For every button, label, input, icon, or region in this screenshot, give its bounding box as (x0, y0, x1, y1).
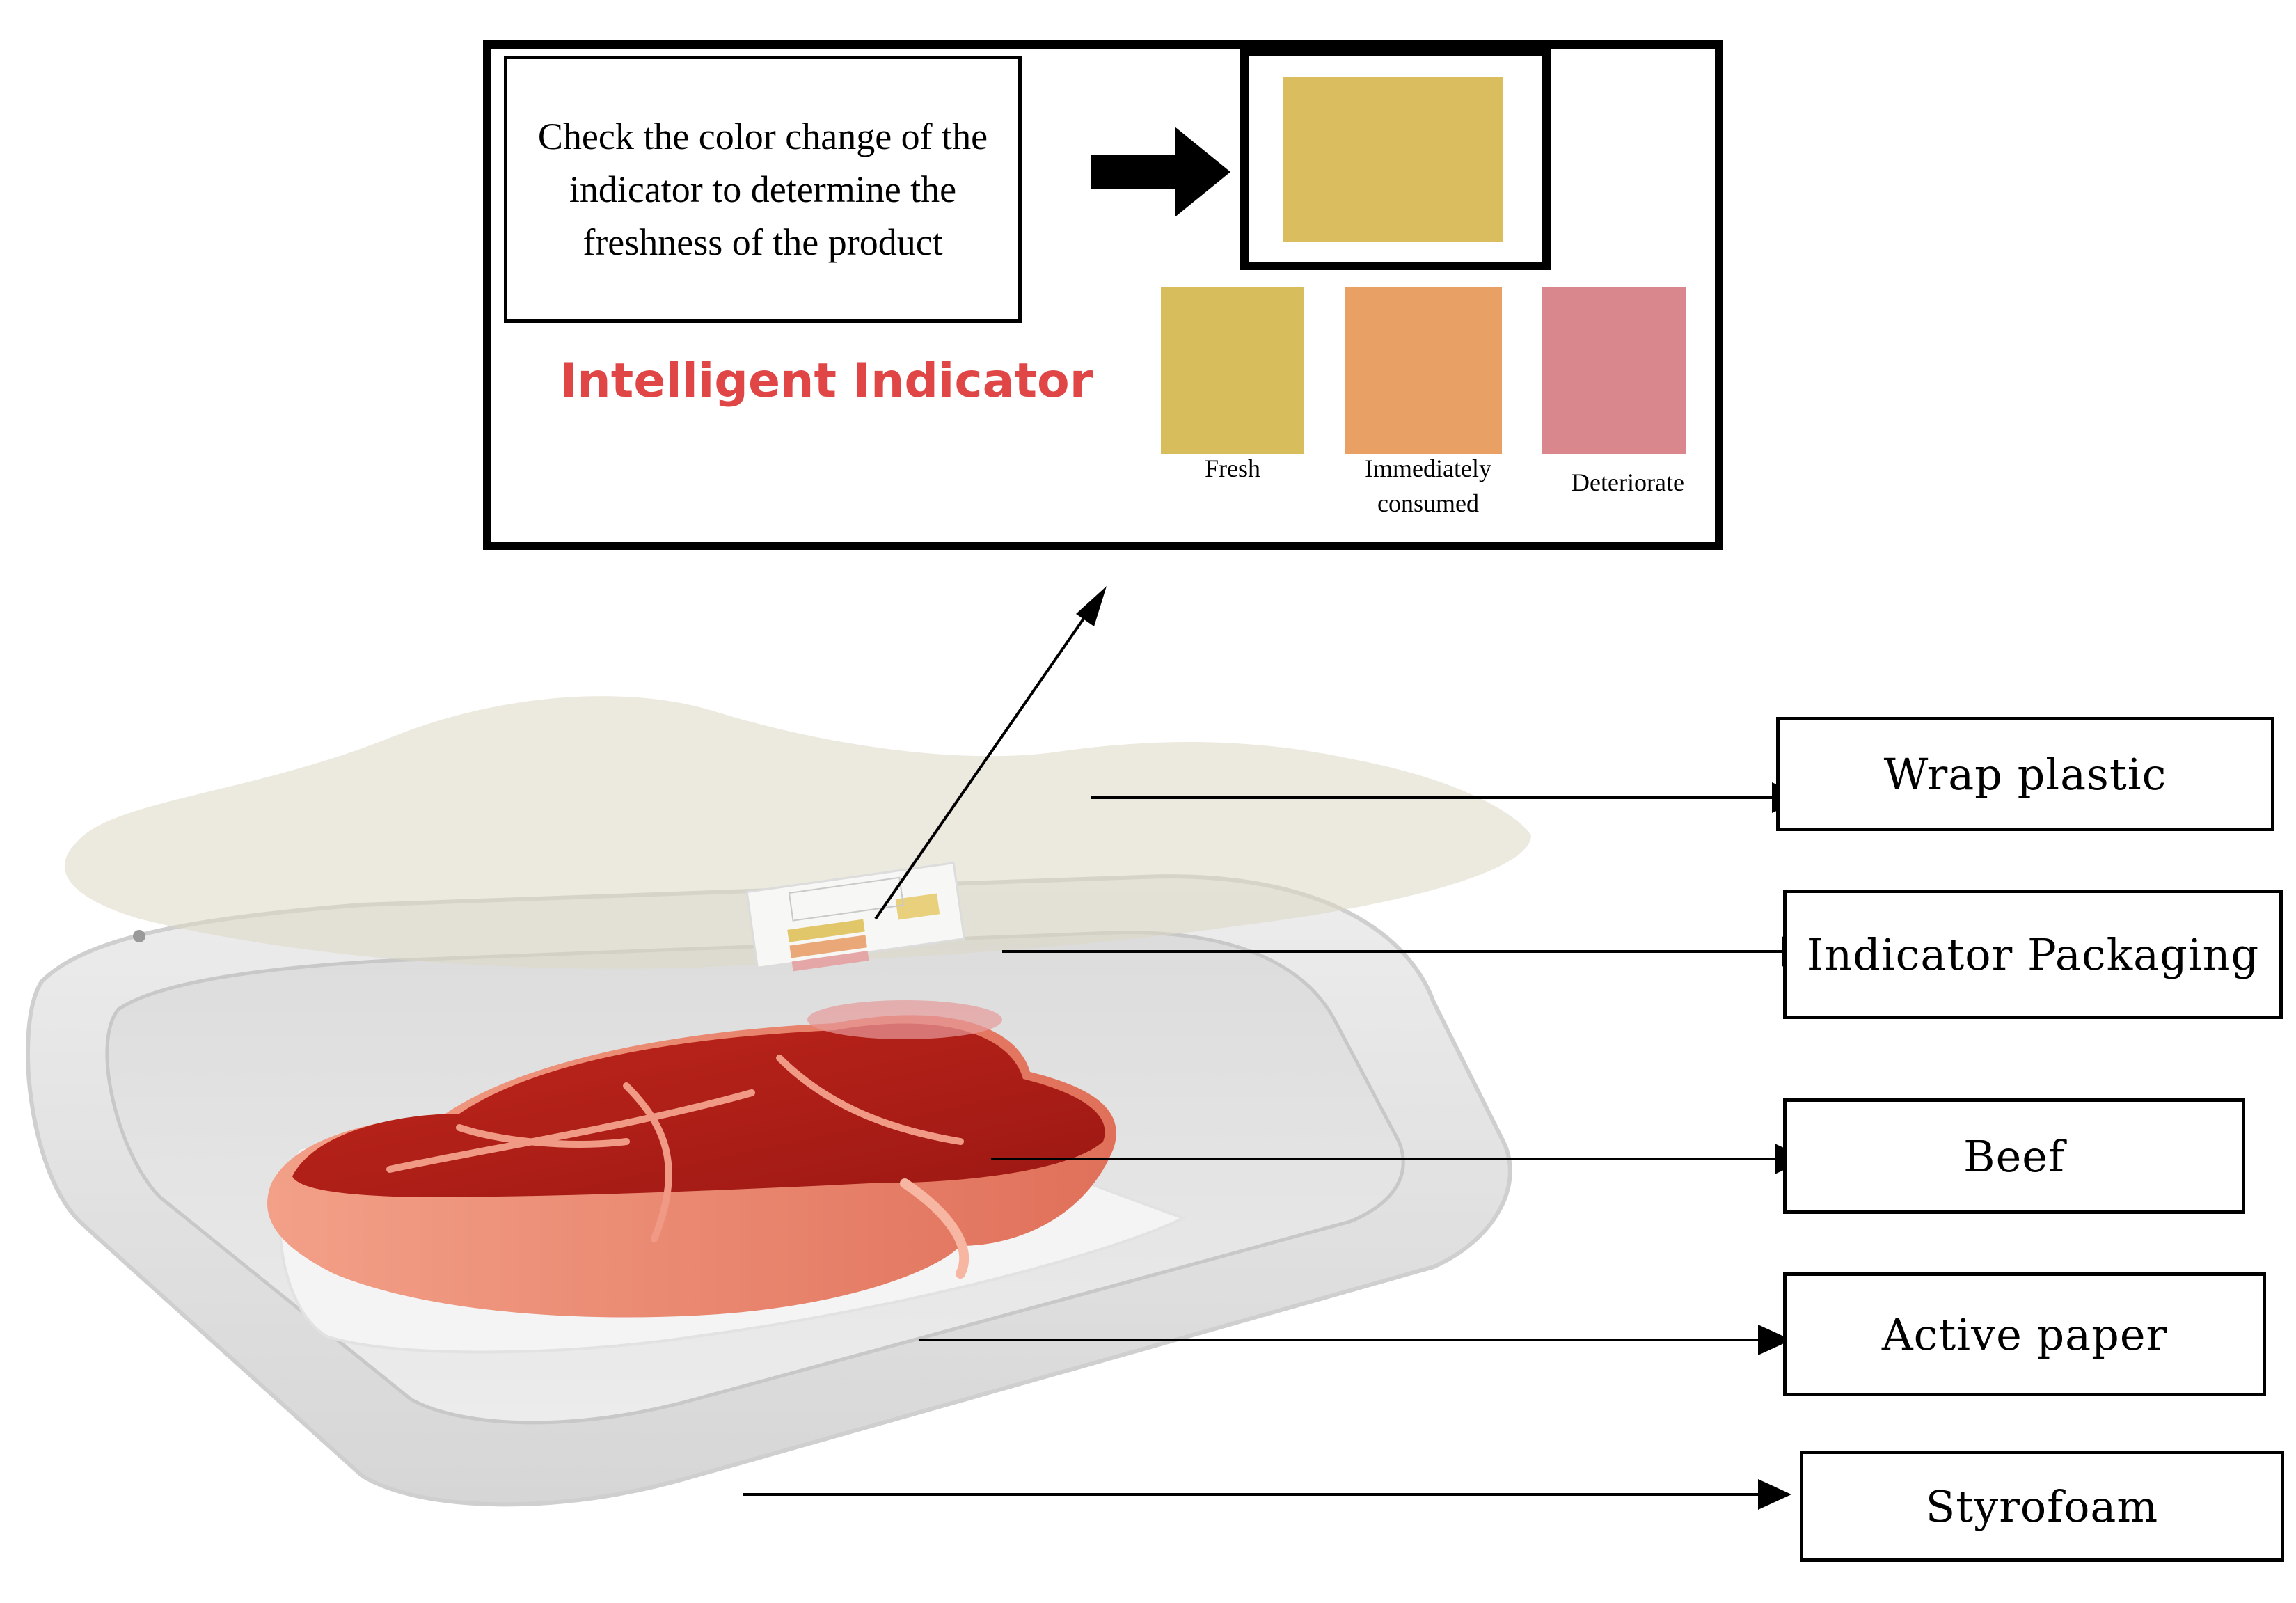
swatch-deteriorate (1542, 287, 1686, 454)
current-indicator-swatch (1283, 77, 1503, 242)
leader-beef (991, 1158, 1789, 1160)
leader-wrap-plastic (1091, 796, 1787, 799)
label-styrofoam: Styrofoam (1800, 1451, 2284, 1562)
label-wrap-plastic-text: Wrap plastic (1883, 748, 2167, 800)
caption-deteriorate: Deteriorate (1571, 468, 1684, 496)
label-active-paper: Active paper (1783, 1272, 2266, 1396)
label-styrofoam-text: Styrofoam (1925, 1480, 2159, 1532)
instruction-box: Check the color change of the indicator … (504, 56, 1022, 323)
caption-fresh: Fresh (1205, 455, 1260, 482)
label-beef: Beef (1783, 1098, 2245, 1214)
swatch-fresh (1161, 287, 1304, 454)
label-indicator-packaging-text: Indicator Packaging (1806, 929, 2260, 980)
label-active-paper-text: Active paper (1881, 1309, 2168, 1360)
label-wrap-plastic: Wrap plastic (1776, 717, 2274, 831)
leader-indicator-packaging (1002, 950, 1796, 953)
label-beef-text: Beef (1963, 1130, 2065, 1182)
arrowhead-styrofoam (1758, 1479, 1791, 1510)
label-indicator-packaging: Indicator Packaging (1783, 890, 2283, 1019)
arrow-right-icon (1091, 127, 1230, 217)
wrap-plastic (64, 696, 1531, 969)
leader-styrofoam (743, 1493, 1772, 1496)
caption-immediately-consumed: Immediately consumed (1365, 455, 1491, 517)
leader-active-paper (919, 1339, 1772, 1341)
panel-title: Intelligent Indicator (560, 354, 1093, 409)
instruction-text: Check the color change of the indicator … (537, 116, 988, 263)
swatch-immediately-consumed (1345, 287, 1502, 454)
beef-steak (267, 1000, 1116, 1318)
